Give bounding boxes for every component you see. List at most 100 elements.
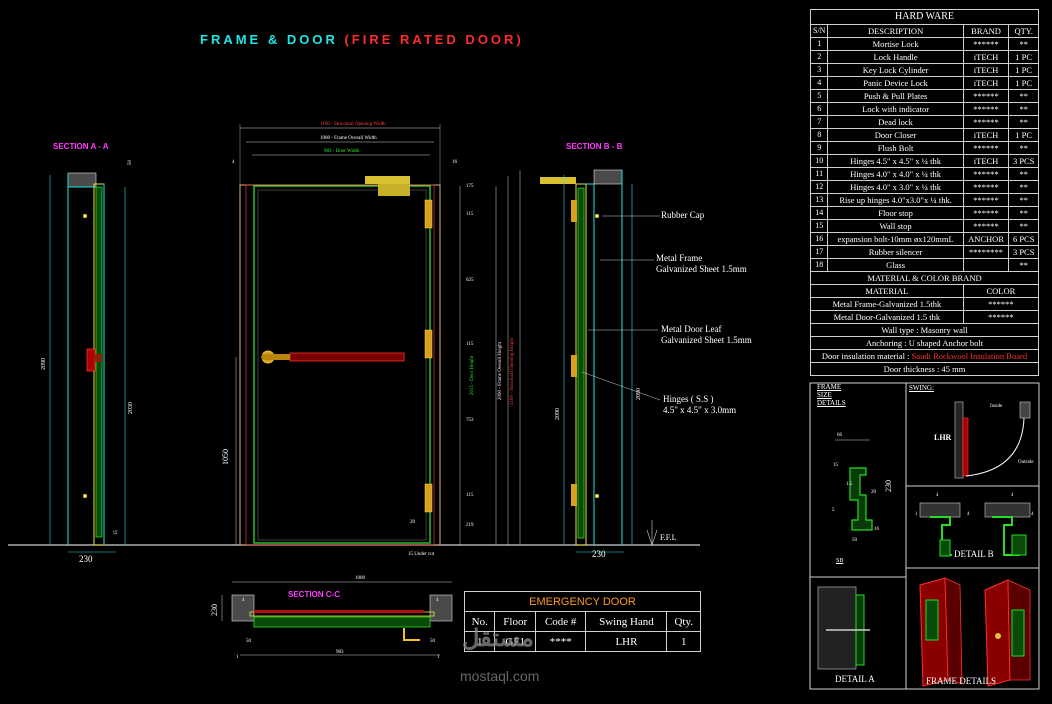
hardware-cell: 6 PCS (1008, 232, 1039, 246)
hardware-cell: Glass (827, 258, 964, 272)
hardware-cell: iTECH (962, 50, 1010, 64)
dim-under-cut: 15 Under cut (408, 552, 435, 557)
fs-16: 16 (874, 527, 879, 532)
door-elevation (235, 124, 521, 546)
hardware-cell: ****** (962, 180, 1010, 194)
hardware-cell: 1 PC (1008, 128, 1039, 142)
hardware-cell: 16 (809, 232, 829, 246)
hardware-cell: ****** (962, 310, 1040, 324)
hardware-cell: 11 (809, 167, 829, 181)
hardware-cell: MATERIAL & COLOR BRAND (810, 271, 1039, 285)
details-panel (809, 382, 1040, 690)
hardware-cell: Door Closer (827, 128, 964, 142)
db-4c: 4 (967, 512, 970, 517)
hardware-cell: 14 (809, 206, 829, 220)
hardware-cell: COLOR (962, 284, 1040, 298)
fs-230: 230 (884, 480, 893, 492)
watermark-latin: mostaql.com (460, 668, 540, 684)
emergency-header-cell: Swing Hand (585, 611, 668, 632)
frame-size-label: FRAME SIZE DETAILS (817, 383, 846, 407)
hardware-title-row: HARD WARE (810, 9, 1039, 25)
hardware-cell: 3 (809, 63, 829, 77)
section-a-inner: 2030 (128, 402, 134, 414)
hardware-cell: ****** (962, 297, 1040, 311)
dim-175: 175 (466, 184, 474, 189)
swing-label: SWING: (909, 384, 934, 392)
section-a-height: 2090 (41, 358, 47, 370)
hardware-cell: 1 PC (1008, 50, 1039, 64)
emergency-cell: LHR (585, 631, 668, 652)
fs-66: 66 (837, 433, 842, 438)
hardware-cell: 3 PCS (1008, 245, 1039, 259)
hardware-cell: ****** (962, 219, 1010, 233)
section-c-bottom: 983 (336, 650, 344, 655)
table-row: Metal Frame-Galvanized 1.5thk****** (810, 297, 1040, 311)
section-c-1r: 1 (437, 655, 440, 660)
hardware-cell: ** (1008, 219, 1039, 233)
sb-label: SB (836, 558, 844, 564)
table-row: Metal Door-Galvanized 1.5 thk****** (810, 310, 1040, 324)
section-c-left: 230 (210, 604, 219, 616)
hardware-cell: Dead lock (827, 115, 964, 129)
hardware-cell: iTECH (962, 154, 1010, 168)
section-c-1l: 1 (236, 655, 239, 660)
hardware-cell: 10 (809, 154, 829, 168)
section-c-top: 1000 (355, 576, 365, 581)
dim-115a: 115 (466, 212, 474, 217)
hardware-cell: 9 (809, 141, 829, 155)
hardware-cell: 2 (809, 50, 829, 64)
dim-20: 20 (410, 520, 415, 525)
dim-219: 219 (466, 523, 474, 528)
hardware-cell: 1 PC (1008, 63, 1039, 77)
hardware-cell: Metal Door-Galvanized 1.5 thk (810, 310, 964, 324)
section-a-50: 50 (128, 160, 133, 165)
wall-type-row: Wall type : Masonry wall (810, 323, 1039, 337)
emergency-cell: 1 (666, 631, 701, 652)
hardware-cell: Metal Frame-Galvanized 1.5thk (810, 297, 964, 311)
detail-b-label: DETAIL B (954, 549, 994, 559)
hardware-cell: Mortise Lock (827, 37, 964, 51)
fs-15: 15 (833, 463, 838, 468)
hardware-cell: Hinges 4.5" x 4.5" x ¼ thk (827, 154, 964, 168)
hardware-cell: Lock Handle (827, 50, 964, 64)
db-4b: 4 (1011, 493, 1014, 498)
hardware-cell: 1 PC (1008, 76, 1039, 90)
callout-hinges-2: 4.5" x 4.5" x 3.0mm (663, 405, 737, 415)
material-title-row: MATERIAL & COLOR BRAND (810, 271, 1039, 285)
emergency-title: EMERGENCY DOOR (464, 591, 701, 612)
hardware-cell: ANCHOR (962, 232, 1010, 246)
hardware-cell: Door thickness : 45 mm (810, 362, 1039, 376)
dim-625: 625 (466, 278, 474, 283)
fs-5: 5 (832, 508, 835, 513)
section-b-label: SECTION B - B (566, 142, 623, 151)
hardware-cell: 18 (809, 258, 829, 272)
hardware-cell: 17 (809, 245, 829, 259)
dim-structural-width: 1100 - Structural Opening Width (320, 122, 386, 127)
hardware-cell: Wall type : Masonry wall (810, 323, 1039, 337)
db-1: 1 (915, 512, 918, 517)
callout-hinges-1: Hinges ( S.S ) (663, 394, 714, 404)
hardware-cell: ****** (962, 89, 1010, 103)
hardware-cell: 13 (809, 193, 829, 207)
hardware-cell: ** (1008, 167, 1039, 181)
hardware-cell: Lock with indicator (827, 102, 964, 116)
hardware-cell: iTECH (962, 76, 1010, 90)
hardware-cell: ** (1008, 193, 1039, 207)
callout-leaf-1: Metal Door Leaf (661, 324, 722, 334)
hardware-cell: 6 (809, 102, 829, 116)
dim-door-width: 983 - Door Width (324, 149, 360, 154)
section-c-c (221, 581, 453, 656)
